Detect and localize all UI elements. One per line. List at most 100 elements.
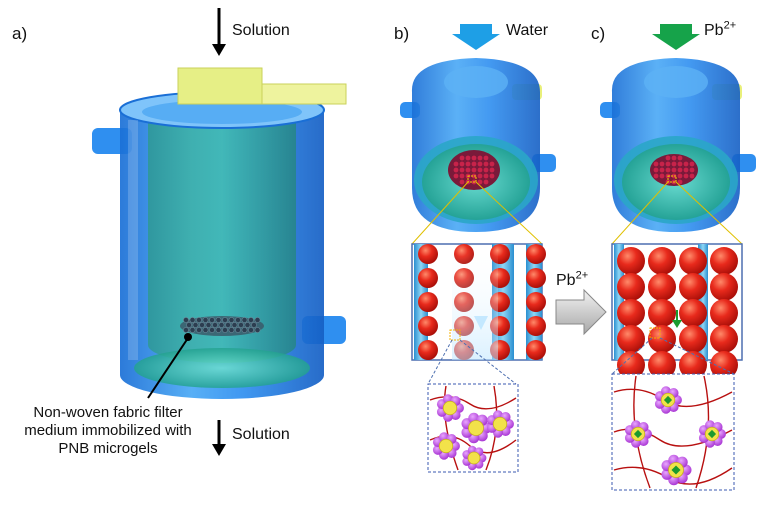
- vessel-b: [400, 24, 556, 245]
- caption-line-3: PNB microgels: [58, 440, 158, 457]
- filter-dot: [689, 167, 695, 173]
- microgel-dot: [218, 322, 225, 328]
- filter-dot: [477, 179, 483, 185]
- bead: [648, 299, 676, 327]
- filter-dot: [489, 173, 495, 179]
- bead: [710, 325, 738, 353]
- microgel-dot: [189, 327, 196, 333]
- microgel-dot: [183, 317, 189, 323]
- lead-ion: [633, 429, 643, 439]
- microgel-core: [467, 451, 481, 465]
- inlet-block: [177, 67, 263, 105]
- bead: [526, 244, 546, 264]
- microgel-dot: [196, 327, 202, 333]
- microgel-dot: [254, 317, 261, 323]
- bead: [648, 351, 676, 379]
- filter-dot: [653, 161, 659, 167]
- vessel-a: [92, 8, 347, 456]
- microgel-dot: [215, 327, 222, 333]
- c-filter-microgels: [653, 155, 695, 185]
- inner-column: [148, 110, 296, 363]
- microgel-dot: [228, 317, 235, 323]
- microgel-core: [438, 438, 454, 454]
- microgel-dot: [205, 322, 212, 328]
- polymer-chain: [443, 385, 459, 471]
- water-inflow-arrow: [452, 24, 500, 50]
- vessel-c: [600, 24, 756, 245]
- microgel-dot: [251, 322, 257, 328]
- filter-dot: [477, 167, 483, 173]
- lead-inflow-label: Pb2+: [704, 20, 736, 40]
- filter-dot: [665, 167, 671, 173]
- filter-dot: [671, 161, 677, 167]
- transition-label: Pb2+: [556, 270, 588, 290]
- filter-caption: Non-woven fabric filter medium immobiliz…: [4, 404, 212, 458]
- bead: [679, 273, 707, 301]
- microgel-dot: [215, 317, 222, 323]
- bead: [710, 351, 738, 379]
- microgel-dot: [202, 317, 209, 323]
- microgel-dot: [209, 327, 215, 333]
- filter-dot: [689, 161, 695, 167]
- microgel-dot: [248, 327, 254, 333]
- bead: [679, 299, 707, 327]
- bead: [418, 268, 438, 288]
- lead-inflow-arrow: [652, 24, 700, 50]
- b-filter-microgels: [453, 155, 495, 185]
- filter-dot: [459, 173, 465, 179]
- bead: [617, 273, 645, 301]
- filter-dot: [459, 167, 465, 173]
- bead: [617, 325, 645, 353]
- bead: [617, 299, 645, 327]
- caption-line-1: Non-woven fabric filter: [33, 404, 183, 421]
- microgel-dot: [238, 322, 244, 328]
- polymer-chain: [429, 396, 517, 410]
- filter-dot: [677, 179, 683, 185]
- filter-dot: [483, 155, 489, 161]
- microgel-dot: [189, 317, 196, 323]
- microgel-dot: [235, 317, 241, 323]
- filter-dot: [489, 161, 495, 167]
- bead: [679, 351, 707, 379]
- microgel-dot: [248, 317, 254, 323]
- filter-dot: [483, 167, 489, 173]
- bead: [710, 273, 738, 301]
- filter-dot: [483, 161, 489, 167]
- inlet-pipe: [261, 83, 347, 105]
- filter-dot: [689, 173, 695, 179]
- microgel-dot: [192, 322, 199, 328]
- bead: [710, 299, 738, 327]
- b-microgel-detail: [427, 383, 519, 473]
- microgel-core: [442, 400, 458, 416]
- filter-dot: [477, 155, 483, 161]
- filter-dot: [453, 173, 459, 179]
- filter-dot: [671, 155, 677, 161]
- filter-microgels: [183, 317, 261, 333]
- bead: [648, 273, 676, 301]
- bead: [526, 340, 546, 360]
- filter-dot: [671, 167, 677, 173]
- bead: [526, 268, 546, 288]
- caption-leader: [147, 337, 189, 399]
- filter-dot: [677, 155, 683, 161]
- lead-ion: [707, 429, 717, 439]
- microgel-core: [492, 416, 508, 432]
- filter-dot: [677, 161, 683, 167]
- microgel-dot: [241, 317, 248, 323]
- bead: [418, 292, 438, 312]
- bead: [418, 244, 438, 264]
- panel-a-label: a): [12, 24, 28, 43]
- filter-dot: [465, 167, 471, 173]
- filter-dot: [483, 179, 489, 185]
- filter-dot: [677, 167, 683, 173]
- microgel-dot: [228, 327, 235, 333]
- panel-b-label: b): [394, 24, 410, 43]
- filter-dot: [465, 161, 471, 167]
- bead: [617, 351, 645, 379]
- filter-dot: [465, 155, 471, 161]
- microgel-dot: [209, 317, 215, 323]
- filter-dot: [453, 167, 459, 173]
- microgel-dot: [199, 322, 205, 328]
